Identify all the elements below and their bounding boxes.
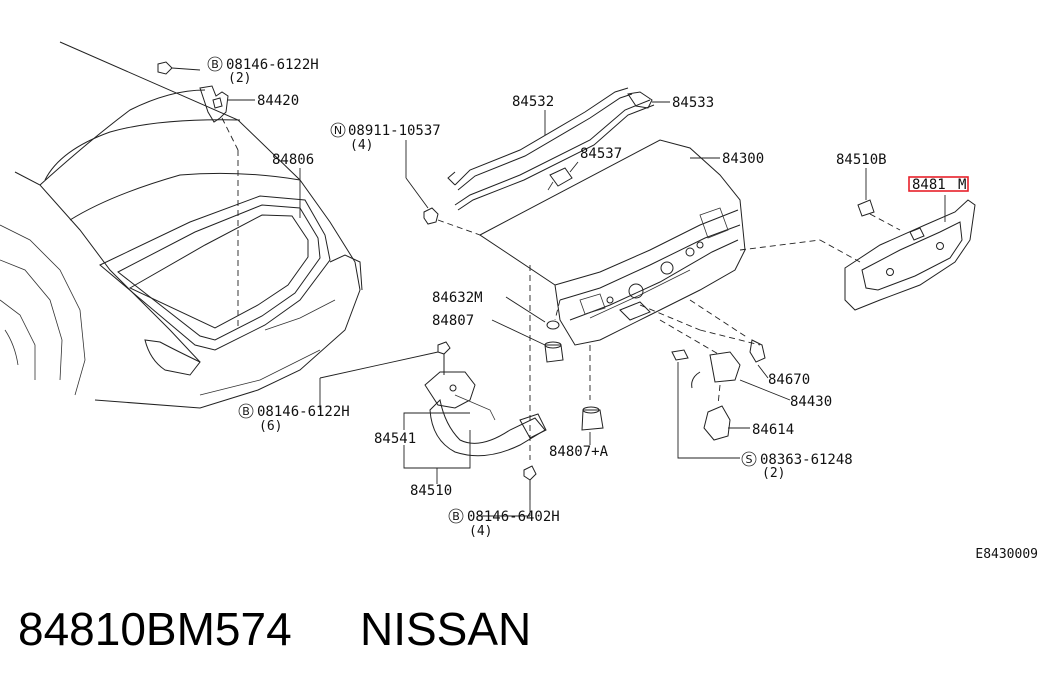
svg-text:08911-10537: 08911-10537 — [348, 123, 441, 139]
svg-text:(4): (4) — [350, 138, 373, 153]
callout-rod-84532: 84532 — [512, 94, 554, 110]
callout-lock: 84430 — [790, 394, 832, 410]
svg-text:S: S — [746, 453, 753, 466]
callout-stopper: 84632M — [432, 290, 483, 306]
svg-text:08146-6122H: 08146-6122H — [226, 57, 319, 73]
bumper-stoppers — [544, 320, 604, 431]
callout-hinge-arm: 84541 — [374, 431, 416, 447]
trunk-lid-illustration — [479, 139, 746, 346]
callout-bracket: 84510B — [836, 152, 887, 168]
svg-text:N: N — [334, 124, 342, 137]
svg-text:08146-6122H: 08146-6122H — [257, 404, 350, 420]
callout-bolt-top: B 08146-6122H (2) — [207, 56, 319, 86]
svg-text:(2): (2) — [762, 466, 785, 481]
callout-finisher: 8481 M — [908, 176, 969, 193]
callout-weatherstrip: 84806 — [272, 152, 314, 168]
caption-brand: NISSAN — [360, 603, 531, 655]
svg-text:(4): (4) — [469, 524, 492, 539]
callout-striker: 84670 — [768, 372, 810, 388]
highlight-box — [908, 176, 969, 192]
caption: 84810BM574 NISSAN — [18, 603, 531, 655]
callout-rod-84533: 84533 — [672, 95, 714, 111]
nut-08911-shape — [405, 140, 481, 236]
diagram-code: E8430009 — [975, 547, 1038, 562]
svg-text:08363-61248: 08363-61248 — [760, 452, 853, 468]
callout-bolt-low: B 08146-6402H (4) — [448, 508, 560, 539]
callout-lock-bracket: 84614 — [752, 422, 794, 438]
torsion-rod-shape — [447, 87, 655, 211]
callout-bumper-a: 84807+A — [549, 444, 609, 460]
svg-text:B: B — [211, 58, 219, 71]
car-body-illustration — [0, 41, 363, 409]
svg-text:M: M — [958, 177, 966, 193]
caption-part-number: 84810BM574 — [18, 603, 292, 655]
callout-hinge: 84420 — [257, 93, 299, 109]
svg-text:(2): (2) — [228, 71, 251, 86]
svg-text:B: B — [452, 510, 460, 523]
callout-clip: 84537 — [580, 146, 622, 162]
svg-text:8481: 8481 — [912, 177, 946, 193]
stud-line — [523, 265, 591, 500]
svg-text:08146-6402H: 08146-6402H — [467, 509, 560, 525]
callout-labels: B 08146-6122H (2) 84420 84806 N 08911-10… — [207, 56, 969, 539]
hinge-84420-shape — [157, 61, 239, 330]
callout-nut: N 08911-10537 (4) — [330, 122, 441, 153]
callout-screw: S 08363-61248 (2) — [741, 451, 853, 481]
svg-text:(6): (6) — [259, 419, 282, 434]
trunk-finisher-illustration — [739, 199, 976, 311]
lock-assembly-illustration — [639, 299, 766, 441]
svg-text:B: B — [242, 405, 250, 418]
hinge-assembly-illustration — [424, 341, 547, 457]
callout-hinge-assy: 84510 — [410, 483, 452, 499]
callout-trunk-lid: 84300 — [722, 151, 764, 167]
callout-bolt-mid: B 08146-6122H (6) — [238, 403, 350, 434]
callout-bumper: 84807 — [432, 313, 474, 329]
leader-lines — [228, 99, 946, 517]
